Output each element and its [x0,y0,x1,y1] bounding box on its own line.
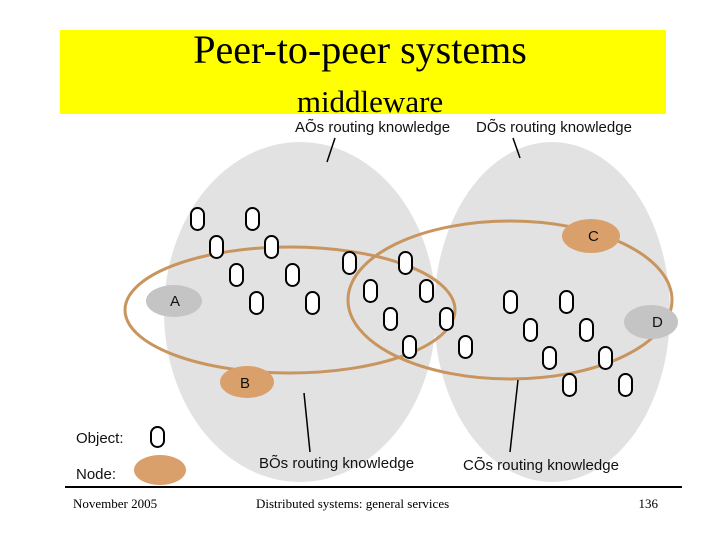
d-routing-knowledge-label: DÕs routing knowledge [476,119,632,136]
legend-node-label: Node: [76,466,116,483]
object-icon [439,307,454,331]
title-band [60,30,666,114]
node-b [220,366,274,398]
objects-group [190,207,633,397]
object-icon [209,235,224,259]
a-routing-knowledge-label: AÕs routing knowledge [295,119,450,136]
object-icon [363,279,378,303]
a-pointer-line [326,137,336,163]
node-d [624,305,678,339]
node-b-label: B [240,375,250,392]
footer-date: November 2005 [73,496,158,511]
object-icon [305,291,320,315]
node-c-label: C [588,228,599,245]
object-icon [264,235,279,259]
object-icon [402,335,417,359]
node-d-label: D [652,314,663,331]
object-icon [190,207,205,231]
left-ring [123,245,457,375]
object-icon [342,251,357,275]
object-icon [458,335,473,359]
legend-node-icon [134,455,186,485]
legend-object-label: Object: [76,430,124,447]
object-icon [285,263,300,287]
c-pointer-line [509,379,519,453]
object-icon [562,373,577,397]
object-icon [559,290,574,314]
b-routing-knowledge-label: BÕs routing knowledge [259,455,414,472]
object-icon [579,318,594,342]
object-icon [618,373,633,397]
node-a [146,285,202,317]
slide-subtitle: middleware [296,84,444,119]
b-pointer-line [303,392,311,453]
object-icon [229,263,244,287]
object-icon [398,251,413,275]
object-icon [542,346,557,370]
d-pointer-line [512,137,521,159]
object-icon [523,318,538,342]
object-icon [249,291,264,315]
object-icon [383,307,398,331]
slide-title: Peer-to-peer systems [193,27,527,72]
node-c [562,219,620,253]
a-b-knowledge-region [164,142,436,482]
legend-object-icon [150,426,165,448]
right-ring [346,219,674,381]
object-icon [419,279,434,303]
object-icon [245,207,260,231]
c-routing-knowledge-label: CÕs routing knowledge [463,457,619,474]
object-icon [598,346,613,370]
footer-course: Distributed systems: general services [256,496,450,511]
object-icon [503,290,518,314]
node-a-label: A [170,293,180,310]
footer-page-number: 136 [638,496,659,511]
footer-divider [65,486,682,488]
